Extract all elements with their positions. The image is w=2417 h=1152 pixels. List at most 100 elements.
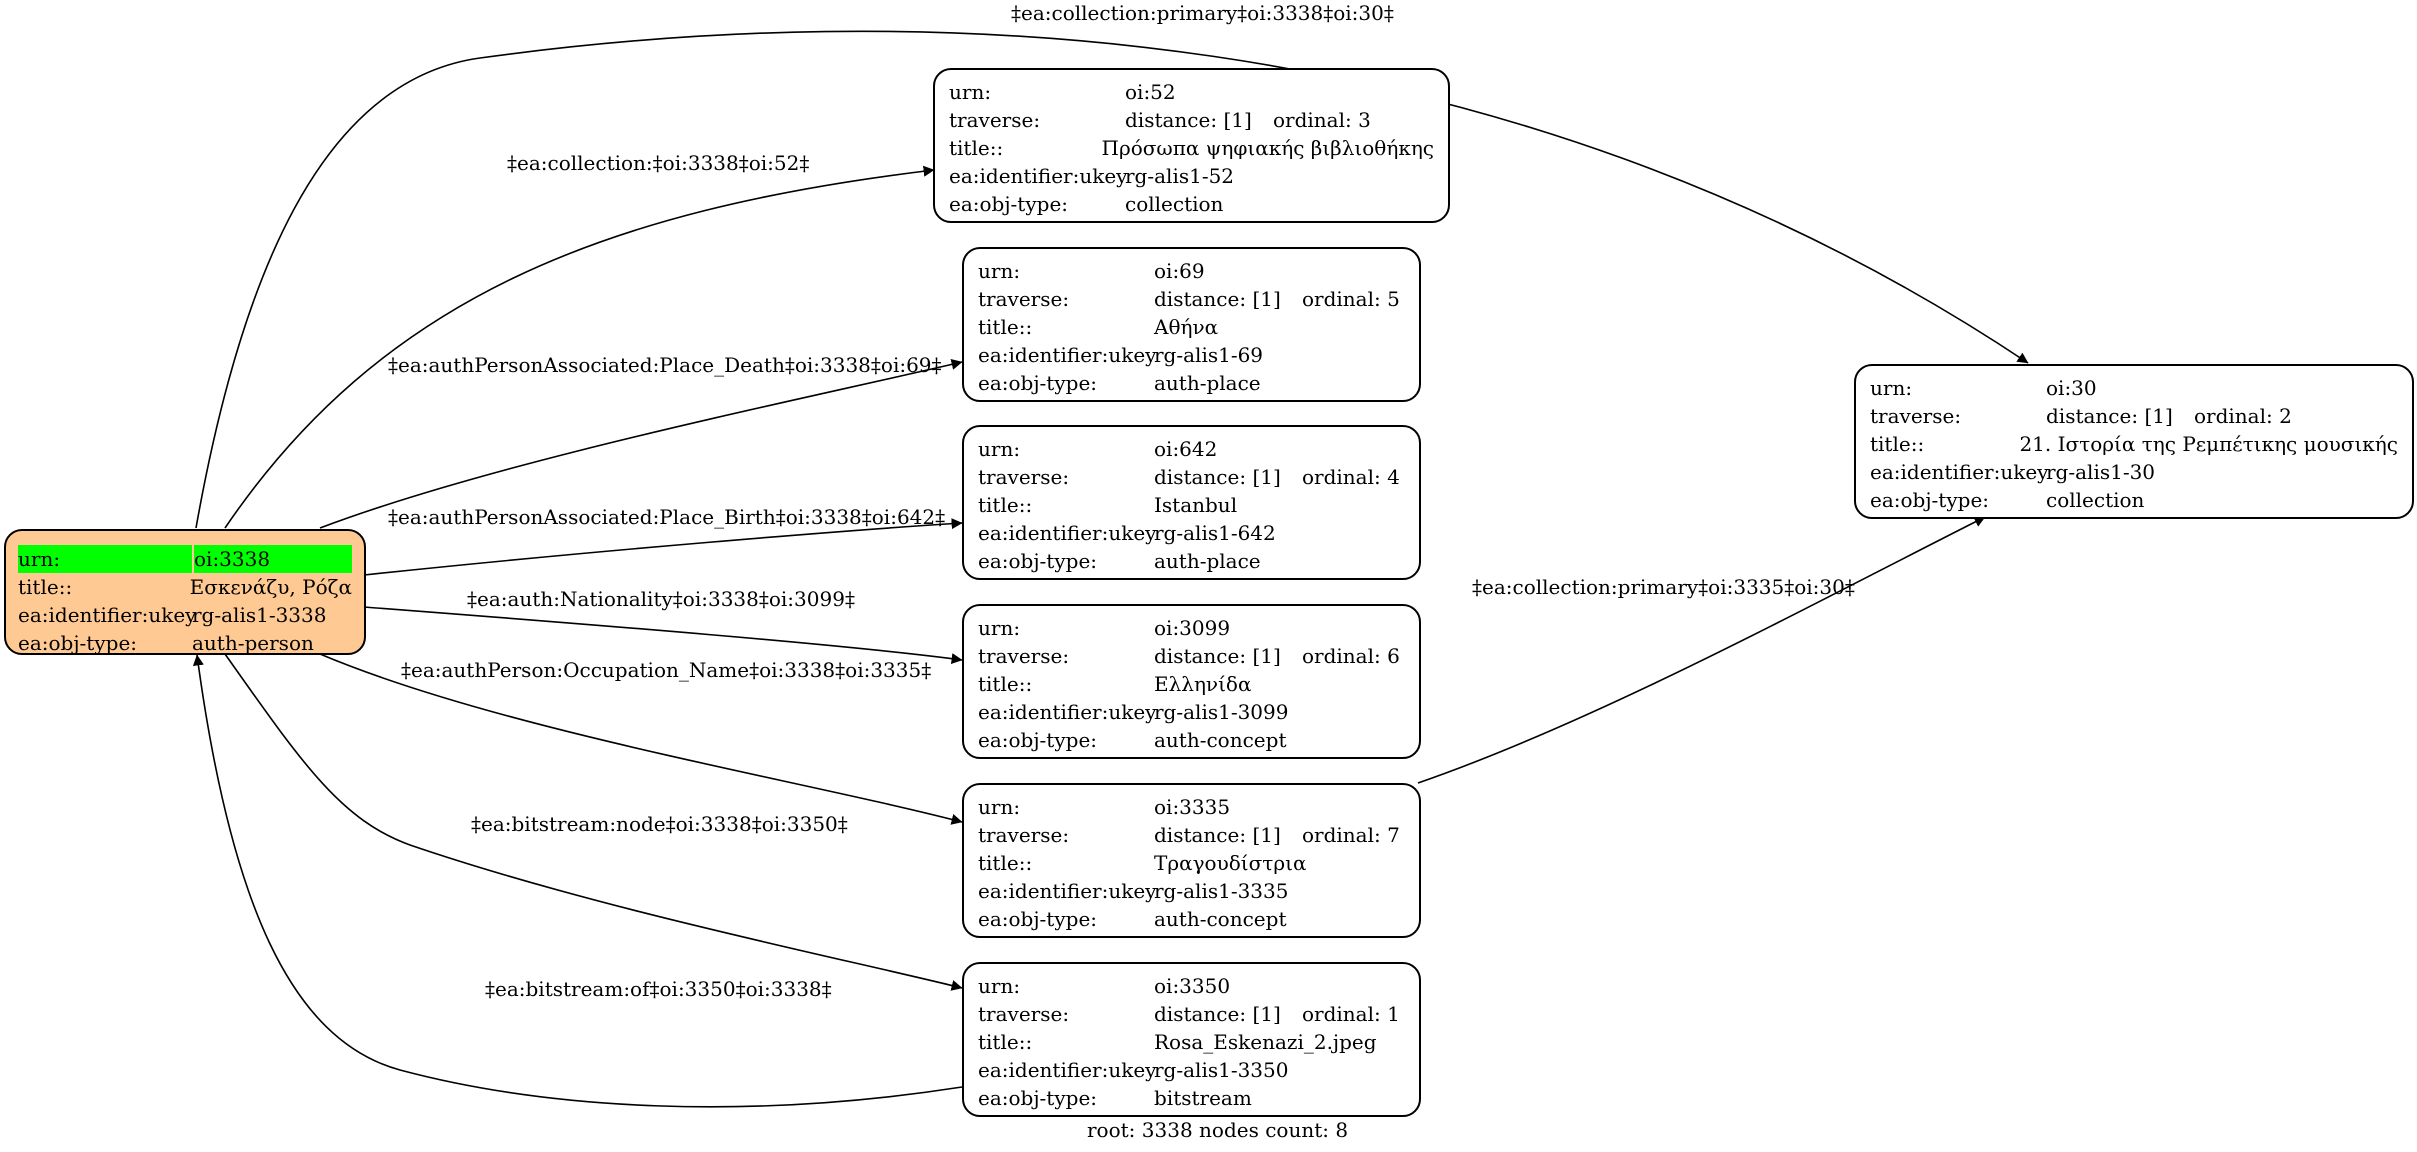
- row-key: traverse:: [978, 1002, 1070, 1026]
- edge-label-e6: ‡ea:authPerson:Occupation_Name‡oi:3338‡o…: [401, 658, 931, 682]
- row-value: auth-person: [192, 631, 314, 655]
- edge-label-e4: ‡ea:authPersonAssociated:Place_Birth‡oi:…: [388, 505, 945, 529]
- node-row-urn: urn:oi:3338: [18, 545, 352, 573]
- node-oi30[interactable]: urn:oi:30 traverse:distance: [1]ordinal:…: [1854, 364, 2414, 519]
- node-row-title: title::Αθήνα: [978, 313, 1405, 341]
- edge-bitstream-of-oi3338: [192, 654, 963, 1108]
- row-key: ea:obj-type:: [978, 907, 1098, 931]
- node-row-title: title::Rosa_Eskenazi_2.jpeg: [978, 1028, 1405, 1056]
- row-distance: distance: [1]: [1154, 823, 1281, 847]
- row-value: rg-alis1-3335: [1154, 879, 1289, 903]
- row-key: urn:: [949, 80, 992, 104]
- row-key: urn:: [978, 259, 1021, 283]
- row-value: Ελληνίδα: [1154, 672, 1252, 696]
- row-key: title::: [1870, 432, 1925, 456]
- row-key: traverse:: [1870, 404, 1962, 428]
- node-oi69[interactable]: urn: oi:69 traverse: distance: [1] ordinal:…: [962, 247, 1421, 402]
- edge-collection-primary-oi30: [195, 30, 2029, 529]
- row-key: traverse:: [978, 465, 1070, 489]
- footer-summary: root: 3338 nodes count: 8: [1087, 1118, 1348, 1142]
- row-value: oi:3350: [1154, 974, 1231, 998]
- row-value: Εσκενάζυ, Ρόζα: [189, 575, 352, 599]
- row-key: title::: [978, 851, 1033, 875]
- row-value: rg-alis1-69: [1154, 343, 1264, 367]
- node-row-type: ea:obj-type: auth-place: [978, 547, 1405, 575]
- row-key: ea:obj-type:: [978, 1086, 1098, 1110]
- node-oi642[interactable]: urn:oi:642 traverse:distance: [1]ordinal…: [962, 425, 1421, 580]
- node-row-type: ea:obj-type: collection: [1870, 486, 2398, 514]
- row-value: 21. Ιστορία της Ρεμπέτικης μουσικής: [2019, 432, 2398, 456]
- row-value: rg-alis1-3099: [1154, 700, 1289, 724]
- row-key: ea:obj-type:: [1870, 488, 1990, 512]
- edge-label-e5: ‡ea:auth:Nationality‡oi:3338‡oi:3099‡: [467, 587, 855, 611]
- node-row-title: title::Πρόσωπα ψηφιακής βιβλιοθήκης: [949, 134, 1434, 162]
- node-root-oi3338[interactable]: urn:oi:3338 title::Εσκενάζυ, Ρόζα ea:ide…: [4, 529, 366, 655]
- row-ordinal: ordinal: 1: [1302, 1002, 1400, 1026]
- row-value: oi:69: [1154, 259, 1205, 283]
- row-key: urn:: [978, 795, 1021, 819]
- edge-label-e8: ‡ea:bitstream:of‡oi:3350‡oi:3338‡: [485, 977, 832, 1001]
- node-row-type: ea:obj-type:auth-concept: [978, 726, 1405, 754]
- node-row-type: ea:obj-type:auth-place: [978, 369, 1405, 397]
- node-row-type: ea:obj-type:auth-concept: [978, 905, 1405, 933]
- row-key: urn:: [978, 974, 1021, 998]
- node-oi52[interactable]: urn:oi:52 traverse:distance: [1]ordinal:…: [933, 68, 1450, 223]
- node-row-traverse: traverse: distance: [1] ordinal: 7: [978, 821, 1405, 849]
- row-key: title::: [978, 315, 1033, 339]
- row-value: bitstream: [1154, 1086, 1252, 1110]
- row-value: oi:52: [1125, 80, 1176, 104]
- row-ordinal: ordinal: 7: [1302, 823, 1400, 847]
- node-oi3335[interactable]: urn:oi:3335 traverse: distance: [1] ordina…: [962, 783, 1421, 938]
- node-row-type: ea:obj-type: auth-person: [18, 629, 352, 657]
- node-row-urn: urn:oi:3335: [978, 793, 1405, 821]
- node-row-traverse: traverse: distance: [1] ordinal: 1: [978, 1000, 1405, 1028]
- row-distance: distance: [1]: [1154, 465, 1281, 489]
- row-key: ea:obj-type:: [18, 631, 138, 655]
- node-row-urn: urn: oi:3350: [978, 972, 1405, 1000]
- row-key: ea:identifier:ukey: [978, 700, 1157, 724]
- row-value: rg-alis1-3338: [192, 603, 327, 627]
- edge-occupation-oi3335: [319, 653, 963, 825]
- node-row-type: ea:obj-type: bitstream: [978, 1084, 1405, 1112]
- row-key: title::: [18, 575, 73, 599]
- edge-label-e7: ‡ea:bitstream:node‡oi:3338‡oi:3350‡: [471, 812, 848, 836]
- row-distance: distance: [1]: [1125, 108, 1252, 132]
- edge-place-birth-oi642: [363, 518, 963, 576]
- row-key: traverse:: [978, 287, 1070, 311]
- edge-label-e1: ‡ea:collection:primary‡oi:3338‡oi:30‡: [1011, 1, 1394, 25]
- node-row-title: title::Τραγουδίστρια: [978, 849, 1405, 877]
- row-distance: distance: [1]: [1154, 287, 1281, 311]
- row-value: collection: [1125, 192, 1224, 216]
- row-key: traverse:: [978, 823, 1070, 847]
- node-oi3099[interactable]: urn:oi:3099 traverse:distance: [1]ordina…: [962, 604, 1421, 759]
- row-key: title::: [978, 493, 1033, 517]
- node-row-traverse: traverse:distance: [1]ordinal: 4: [978, 463, 1405, 491]
- row-value: auth-place: [1154, 549, 1261, 573]
- edge-bitstream-node-oi3350: [224, 653, 963, 991]
- row-key: title::: [978, 672, 1033, 696]
- row-key: ea:identifier:ukey: [18, 603, 197, 627]
- row-value: oi:642: [1154, 437, 1218, 461]
- row-distance: distance: [1]: [1154, 1002, 1281, 1026]
- row-key: ea:obj-type:: [978, 549, 1098, 573]
- row-value: auth-concept: [1154, 728, 1287, 752]
- row-value: rg-alis1-642: [1154, 521, 1276, 545]
- row-value: rg-alis1-30: [2046, 460, 2156, 484]
- row-value: rg-alis1-3350: [1154, 1058, 1289, 1082]
- edge-label-e2: ‡ea:collection:‡oi:3338‡oi:52‡: [507, 151, 809, 175]
- row-value: collection: [2046, 488, 2145, 512]
- edge-nationality-oi3099: [363, 606, 963, 665]
- row-ordinal: ordinal: 5: [1302, 287, 1400, 311]
- row-distance: distance: [1]: [1154, 644, 1281, 668]
- node-row-urn: urn: oi:69: [978, 257, 1405, 285]
- node-oi3350[interactable]: urn: oi:3350 traverse: distance: [1] ordina…: [962, 962, 1421, 1117]
- row-key: ea:identifier:ukey: [978, 521, 1157, 545]
- node-row-urn: urn:oi:30: [1870, 374, 2398, 402]
- node-row-urn: urn: oi:52: [949, 78, 1434, 106]
